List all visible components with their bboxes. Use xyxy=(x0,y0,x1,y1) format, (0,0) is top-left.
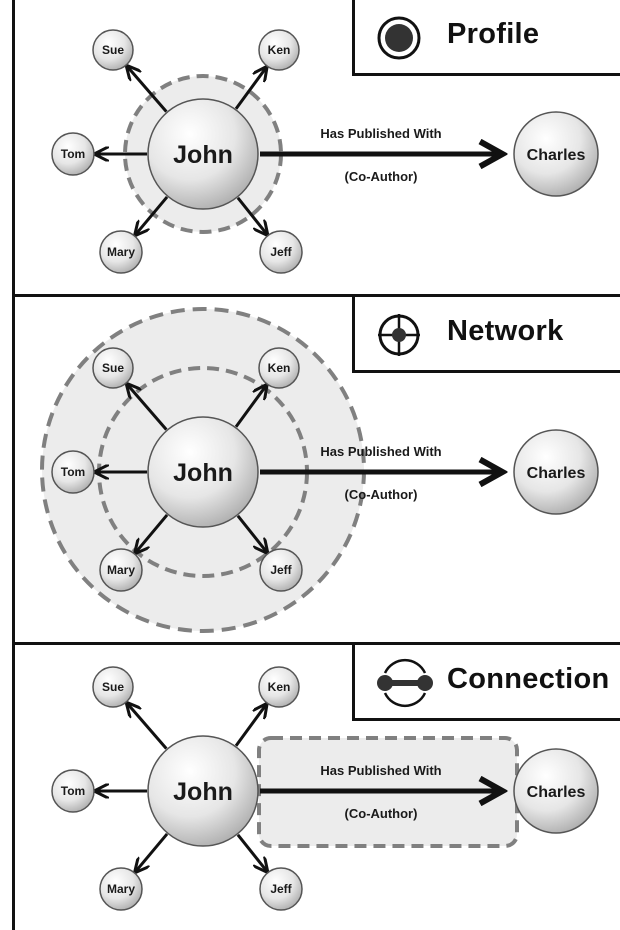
panel-network xyxy=(12,297,618,643)
node-label: Tom xyxy=(61,147,85,161)
node-label: Mary xyxy=(107,563,135,577)
network-icon xyxy=(373,310,429,365)
edge-arrow xyxy=(236,196,266,233)
panel-profile xyxy=(12,0,618,296)
node-label: Mary xyxy=(107,882,135,896)
node-label: Jeff xyxy=(270,245,292,259)
edge-arrow xyxy=(128,67,168,113)
edge-arrow xyxy=(128,704,168,750)
edge-arrow xyxy=(136,832,169,871)
panel-divider xyxy=(12,294,620,297)
node-charles xyxy=(513,748,599,834)
connection-icon xyxy=(373,658,437,713)
node-label: Sue xyxy=(102,361,124,375)
node-label: Tom xyxy=(61,784,85,798)
node-john xyxy=(147,416,259,528)
diagram-panel-network: Has Published With (Co-Author) Sue KenTomMa… xyxy=(40,307,599,633)
edge-arrow xyxy=(236,514,266,551)
edge-arrow xyxy=(128,385,168,431)
edge-label: Has Published With xyxy=(320,126,441,141)
node-label: Charles xyxy=(527,147,586,164)
edge-label: Has Published With xyxy=(320,444,441,459)
node-label: Jeff xyxy=(270,882,292,896)
panel-divider xyxy=(12,642,620,645)
node-mary xyxy=(99,548,143,592)
node-jeff xyxy=(259,548,303,592)
node-mary xyxy=(99,867,143,911)
edge-arrow xyxy=(234,387,265,428)
node-sue xyxy=(92,29,134,71)
diagram-panel-profile: Has Published With (Co-Author) Sue KenTomMa… xyxy=(51,29,599,274)
node-jeff xyxy=(259,867,303,911)
edge-arrow xyxy=(136,513,169,552)
edge-arrow xyxy=(234,706,265,747)
node-tom xyxy=(51,132,95,176)
panel-connection xyxy=(12,645,618,930)
node-john xyxy=(147,98,259,210)
node-label: Sue xyxy=(102,680,124,694)
profile-icon xyxy=(373,13,429,68)
edge-sub-label: (Co-Author) xyxy=(345,169,418,184)
node-charles xyxy=(513,429,599,515)
node-label: Jeff xyxy=(270,563,292,577)
node-label: Tom xyxy=(61,465,85,479)
node-label: Mary xyxy=(107,245,135,259)
node-tom xyxy=(51,450,95,494)
node-sue xyxy=(92,347,134,389)
node-sue xyxy=(92,666,134,708)
node-label: Charles xyxy=(527,784,586,801)
node-label: Sue xyxy=(102,43,124,57)
edge-sub-label: (Co-Author) xyxy=(345,487,418,502)
node-ken xyxy=(258,29,300,71)
node-label: Ken xyxy=(268,43,291,57)
panel-title: Profile xyxy=(447,18,540,50)
node-label: Ken xyxy=(268,361,291,375)
node-ken xyxy=(258,347,300,389)
title-box-network: Network xyxy=(352,297,620,373)
diagram-panel-connection: Has Published With (Co-Author) Sue KenTomMa… xyxy=(51,666,599,911)
node-label: Charles xyxy=(527,465,586,482)
node-ken xyxy=(258,666,300,708)
edge-label: Has Published With xyxy=(320,763,441,778)
node-jeff xyxy=(259,230,303,274)
panel-title: Network xyxy=(447,315,564,347)
node-label: John xyxy=(173,141,233,169)
edge-arrow xyxy=(236,833,266,870)
node-john xyxy=(147,735,259,847)
edge-arrow xyxy=(234,69,265,110)
title-box-connection: Connection xyxy=(352,645,620,721)
node-mary xyxy=(99,230,143,274)
edge-sub-label: (Co-Author) xyxy=(345,806,418,821)
panel-title: Connection xyxy=(447,663,610,695)
node-label: John xyxy=(173,778,233,806)
node-label: Ken xyxy=(268,680,291,694)
node-tom xyxy=(51,769,95,813)
node-label: John xyxy=(173,459,233,487)
edge-arrow xyxy=(136,195,169,234)
title-box-profile: Profile xyxy=(352,0,620,76)
node-charles xyxy=(513,111,599,197)
